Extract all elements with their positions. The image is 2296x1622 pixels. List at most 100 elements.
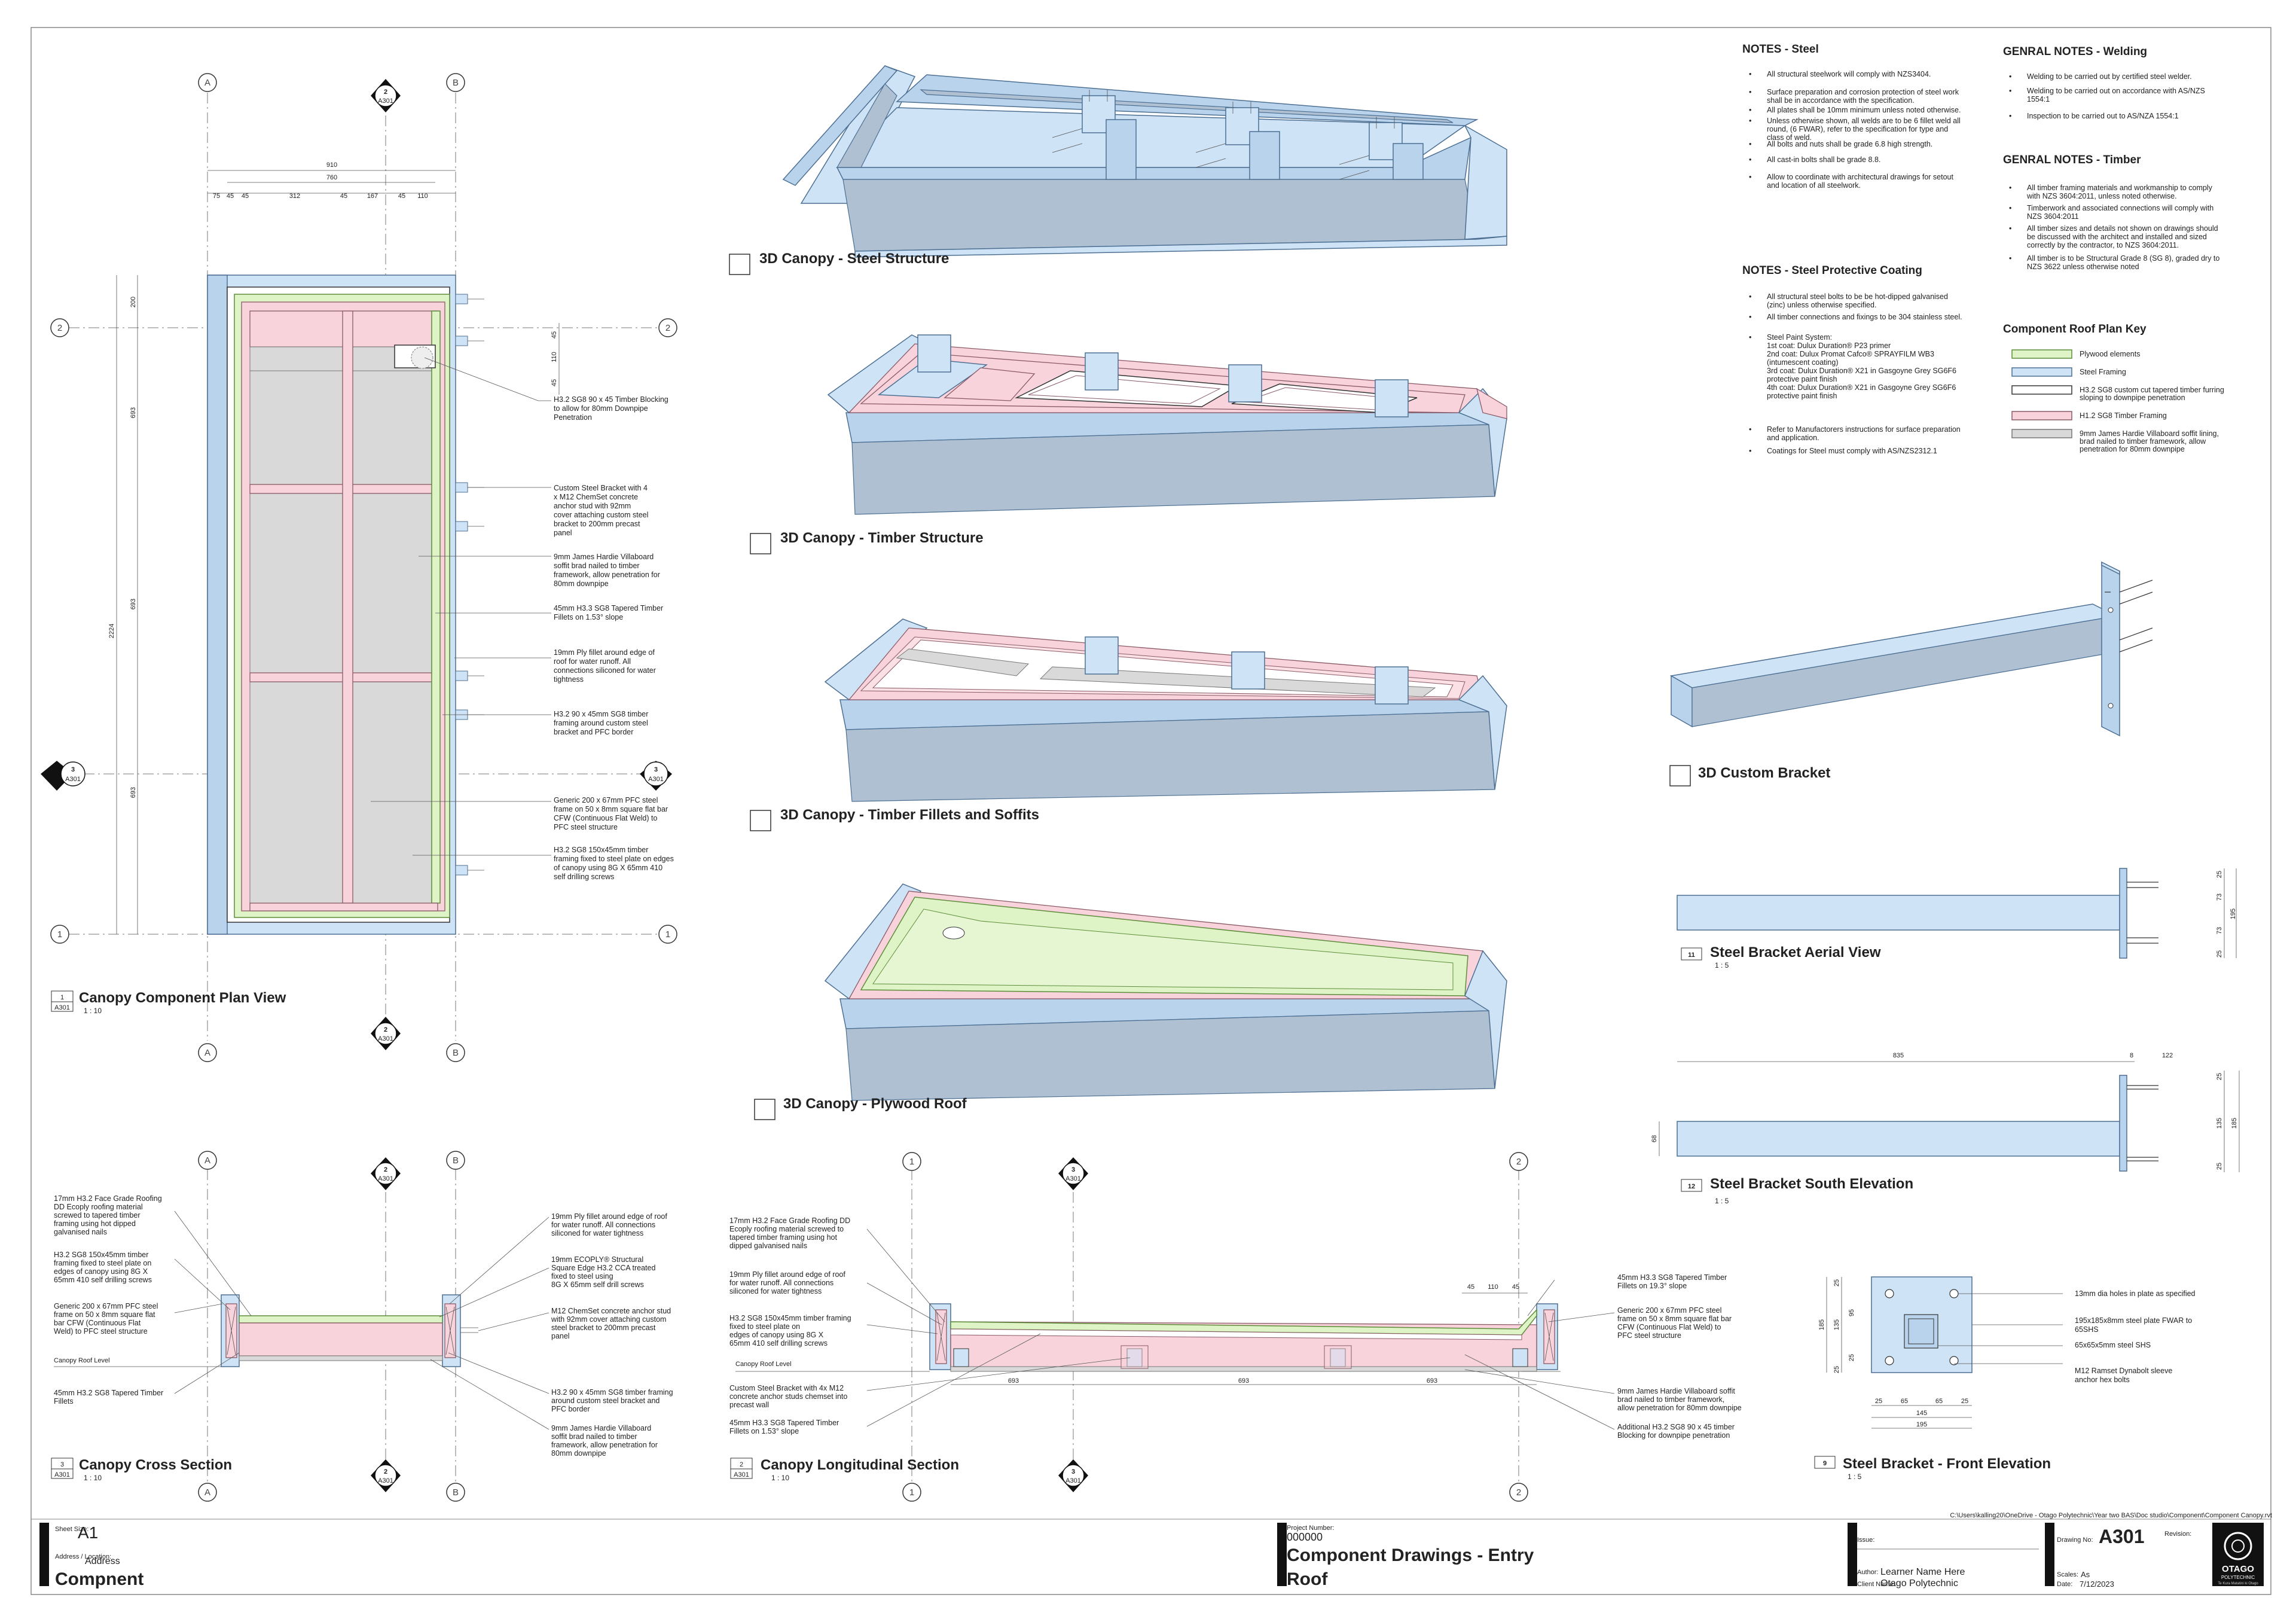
note-line: 17mm H3.2 Face Grade Roofing xyxy=(54,1194,162,1203)
note-line: All structural steel bolts to be be hot-… xyxy=(1767,292,1948,301)
note-line: H3.2 SG8 150x45mm timber xyxy=(554,846,648,854)
note-line: panel xyxy=(554,529,572,537)
grid-2-right: 2 xyxy=(665,323,670,333)
note-line: Blocking for downpipe penetration xyxy=(1617,1431,1730,1440)
note-line: All plates shall be 10mm minimum unless … xyxy=(1767,106,1961,114)
note-line: PFC steel structure xyxy=(554,823,618,831)
section-marker-2: 2 A301 xyxy=(371,1459,401,1492)
svg-text:A301: A301 xyxy=(378,1175,393,1182)
drawing-no-label: Drawing No: xyxy=(2057,1536,2093,1544)
notes-welding-title: GENRAL NOTES - Welding xyxy=(2003,45,2147,58)
note-line: PFC steel structure xyxy=(1617,1331,1681,1340)
aerial-dim: 25 xyxy=(2216,950,2223,958)
note-line: frame on 50 x 8mm square flat bar xyxy=(554,805,668,813)
aerial-dim: 195 xyxy=(2230,908,2237,919)
title-block: Sheet Size: A1 Address / Location: Addre… xyxy=(31,1512,2272,1589)
note-line: anchor stud with 92mm xyxy=(554,502,631,510)
grid-2: 2 xyxy=(1516,1487,1521,1498)
logo-sub: POLYTECHNIC xyxy=(2221,1575,2255,1580)
grid-2: 2 xyxy=(1516,1157,1521,1167)
svg-text:A301: A301 xyxy=(378,97,393,105)
note-line: and application. xyxy=(1767,434,1819,442)
note-bullet: • xyxy=(1749,425,1751,434)
note-line: Additional H3.2 SG8 90 x 45 timber xyxy=(1617,1423,1735,1431)
svg-text:A301: A301 xyxy=(378,1035,393,1042)
note-item: Steel Paint System:1st coat: Dulux Durat… xyxy=(1767,333,1956,400)
note-line: Penetration xyxy=(554,413,592,422)
note-line: All timber connections and fixings to be… xyxy=(1767,313,1962,321)
note-item: All structural steelwork will comply wit… xyxy=(1767,70,1931,78)
note-line: framing using hot dipped xyxy=(54,1219,136,1228)
section-marker-3: 3 A301 xyxy=(1058,1459,1088,1492)
svg-text:2: 2 xyxy=(384,89,387,96)
canopy-cross-section: A B A B 2 A301 2 A301 Canopy Roo xyxy=(51,1151,673,1502)
note-line: 45mm H3.3 SG8 Tapered Timber xyxy=(554,604,663,612)
note-line: concrete anchor studs chemset into xyxy=(729,1392,847,1401)
plan-dim: 693 xyxy=(130,787,137,798)
note-item: All plates shall be 10mm minimum unless … xyxy=(1767,106,1961,114)
plan-dim: 45 xyxy=(551,379,558,386)
author: Learner Name Here xyxy=(1880,1567,1965,1577)
note-line: Inspection to be carried out to AS/NZA 1… xyxy=(2027,112,2179,120)
front-dim: 195 xyxy=(1916,1421,1927,1428)
note-line: Welding to be carried out on accordance … xyxy=(2027,87,2205,95)
note-line: 80mm downpipe xyxy=(551,1449,606,1458)
plan-dim: 110 xyxy=(417,193,428,200)
note-line: Generic 200 x 67mm PFC steel xyxy=(554,796,658,804)
front-dim: 145 xyxy=(1916,1410,1927,1417)
note-line: 3rd coat: Dulux Duration® X21 in Gasgoyn… xyxy=(1767,367,1956,375)
key-label-line: sloping to downpipe penetration xyxy=(2080,394,2185,402)
address-label: Address / Location: xyxy=(55,1553,111,1560)
note-item: Unless otherwise shown, all welds are to… xyxy=(1767,117,1961,142)
note-line: H3.2 SG8 150x45mm timber xyxy=(54,1251,148,1259)
note-line: for water runoff. All connections xyxy=(551,1221,655,1229)
grid-1-right: 1 xyxy=(665,929,670,940)
south-dim: 835 xyxy=(1893,1052,1904,1059)
date-label: Date: xyxy=(2057,1581,2072,1588)
front-dim: 95 xyxy=(1848,1309,1855,1316)
south-dim: 135 xyxy=(2216,1118,2223,1129)
note-line: be discussed with the architect and inst… xyxy=(2027,233,2207,241)
note-line: of canopy using 8G X 65mm 410 xyxy=(554,864,662,872)
svg-text:3: 3 xyxy=(71,766,75,773)
note-line: protective paint finish xyxy=(1767,375,1837,383)
note-line: Generic 200 x 67mm PFC steel xyxy=(1617,1306,1721,1315)
note-line: 65SHS xyxy=(2075,1325,2099,1334)
note-line: Unless otherwise shown, all welds are to… xyxy=(1767,117,1961,125)
section-marker-2-top: 2 A301 xyxy=(371,79,401,112)
svg-text:3: 3 xyxy=(1071,1468,1075,1475)
front-dim: 25 xyxy=(1833,1366,1840,1373)
note-line: dipped galvanised nails xyxy=(729,1242,807,1250)
note-line: to allow for 80mm Downpipe xyxy=(554,404,648,413)
note-line: round, (6 FWAR), refer to the specificat… xyxy=(1767,125,1948,133)
note-line: 65mm 410 self drilling screws xyxy=(729,1339,828,1347)
note-line: M12 ChemSet concrete anchor stud xyxy=(551,1307,671,1315)
project-number: 000000 xyxy=(1287,1531,1323,1543)
note-line: and location of all steelwork. xyxy=(1767,181,1861,190)
note-line: Custom Steel Bracket with 4x M12 xyxy=(729,1384,844,1392)
longit-ref: A301 xyxy=(734,1471,749,1478)
longit-scale: 1 : 10 xyxy=(771,1474,789,1482)
key-swatch xyxy=(2011,429,2072,438)
note-line: NZS 3622 unless otherwise noted xyxy=(2027,263,2139,271)
note-line: frame on 50 x 8mm square flat bar xyxy=(1617,1315,1732,1323)
note-item: All timber is to be Structural Grade 8 (… xyxy=(2027,254,2219,271)
bracket-aerial-view: 25 73 195 73 25 11 Steel Bracket Aerial … xyxy=(1677,868,2237,969)
south-dim: 8 xyxy=(2130,1052,2133,1059)
svg-text:A301: A301 xyxy=(648,776,664,783)
note-item: Coatings for Steel must comply with AS/N… xyxy=(1767,447,1937,455)
note-item: All cast-in bolts shall be grade 8.8. xyxy=(1767,156,1880,164)
front-number: 9 xyxy=(1823,1460,1827,1467)
notes-steel-title: NOTES - Steel xyxy=(1742,43,1819,56)
note-line: roof for water runoff. All xyxy=(554,657,631,666)
note-bullet: • xyxy=(1749,173,1751,181)
